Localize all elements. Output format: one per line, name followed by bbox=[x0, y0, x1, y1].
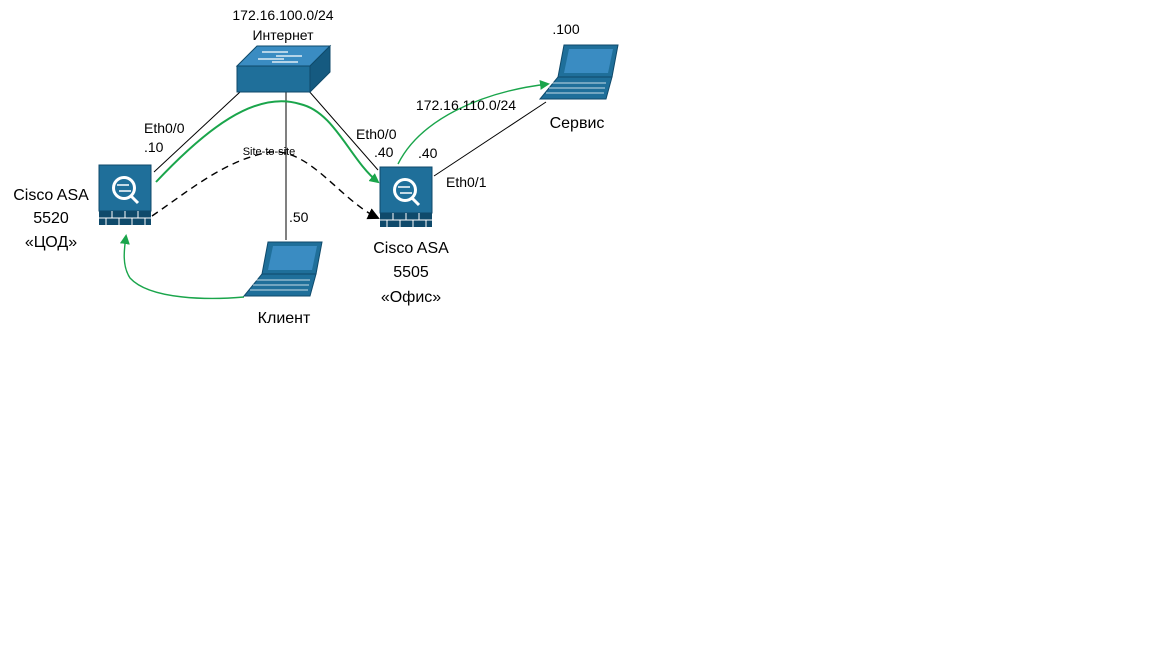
traffic-dc-to-office bbox=[155, 100, 380, 184]
office-role-label: «Офис» bbox=[381, 289, 441, 306]
firewall-icon[interactable] bbox=[379, 166, 433, 227]
link-internet-to-dc bbox=[153, 91, 241, 173]
client-ip-label: .50 bbox=[289, 209, 309, 225]
office-ip-inside-label: .40 bbox=[418, 145, 438, 161]
tunnel-label: Site-to-site bbox=[243, 146, 296, 158]
office-ip-outside-label: .40 bbox=[374, 144, 394, 160]
site-to-site-tunnel bbox=[151, 151, 380, 220]
office-iface-inside-label: Eth0/1 bbox=[446, 174, 487, 190]
dc-model-line2: 5520 bbox=[33, 210, 69, 227]
laptop-icon[interactable] bbox=[242, 241, 323, 297]
service-name-label: Сервис bbox=[550, 115, 605, 132]
dc-model-line1: Cisco ASA bbox=[13, 187, 89, 204]
firewall-icon[interactable] bbox=[98, 164, 152, 225]
office-model-line1: Cisco ASA bbox=[373, 240, 449, 257]
laptop-icon[interactable] bbox=[538, 44, 619, 100]
service-subnet-label: 172.16.110.0/24 bbox=[416, 97, 516, 113]
link-office-to-service bbox=[433, 101, 547, 177]
traffic-office-to-service bbox=[397, 79, 550, 165]
switch-icon[interactable] bbox=[235, 44, 332, 94]
dc-iface-label: Eth0/0 bbox=[144, 120, 185, 136]
internet-subnet-label: 172.16.100.0/24 bbox=[232, 7, 333, 23]
dc-ip-label: .10 bbox=[144, 139, 164, 155]
internet-name-label: Интернет bbox=[252, 27, 314, 43]
link-internet-to-office bbox=[307, 89, 379, 171]
office-model-line2: 5505 bbox=[393, 264, 429, 281]
client-name-label: Клиент bbox=[258, 310, 311, 327]
office-iface-outside-label: Eth0/0 bbox=[356, 126, 397, 142]
traffic-client-to-dc bbox=[119, 234, 245, 300]
dc-role-label: «ЦОД» bbox=[25, 234, 77, 251]
service-ip-label: .100 bbox=[552, 21, 579, 37]
